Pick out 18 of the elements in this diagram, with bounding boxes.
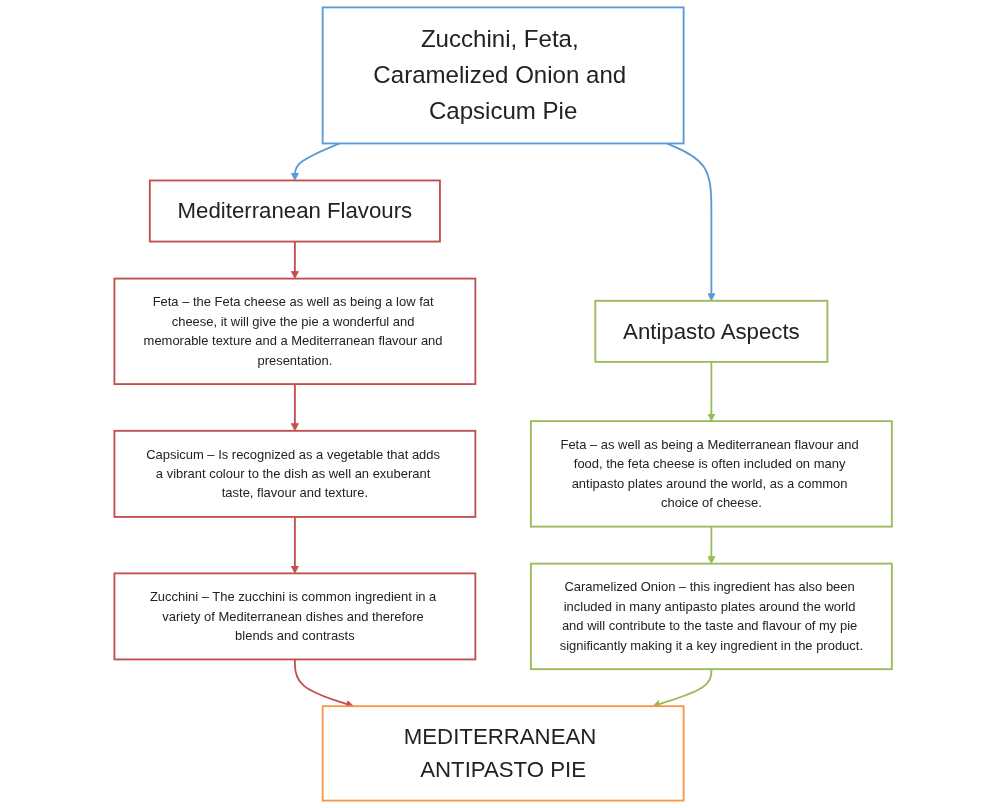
arrow [291, 240, 300, 279]
node-box [149, 179, 442, 243]
node-box [322, 705, 685, 802]
node-box [594, 299, 829, 363]
node-box [322, 6, 685, 145]
arrow [291, 516, 300, 574]
node-box [113, 572, 477, 661]
node-box [530, 420, 894, 528]
flowchart: Zucchini, Feta, Caramelized Onion and Capsicum Pie Mediterranean Flavours Antipasto Aspects Feta – the Feta cheese as well as being a low fat cheese, it will give the pie a wonderful and memorable texture and a Mediterranean flavour and presentation. Feta – as well as being a Mediterranean flavour and food, the feta cheese is often included on many antipasto plates around the world, as a common choice of cheese. Capsicum – Is recognized as a vegetable that adds a vibrant colour to the dish as well an exuberant taste, flavour and texture. Caramelized Onion – this ingredient has also been included in many antipasto plates around the world and will contribute to the taste and flavour of my pie significantly making it a key ingredient in the product. Zucchini – The zucchini is common ingredient in a variety of Mediterranean dishes and therefore blends and contrasts MEDITERRANEAN ANTIPASTO PIE [107, 0, 900, 808]
arrow [707, 525, 716, 564]
node-box [113, 277, 477, 385]
arrow [666, 142, 716, 302]
arrow [291, 383, 300, 432]
node-box [113, 429, 477, 518]
arrow [291, 142, 341, 181]
arrow [652, 668, 713, 708]
node-box [530, 562, 894, 671]
arrow [707, 360, 716, 422]
